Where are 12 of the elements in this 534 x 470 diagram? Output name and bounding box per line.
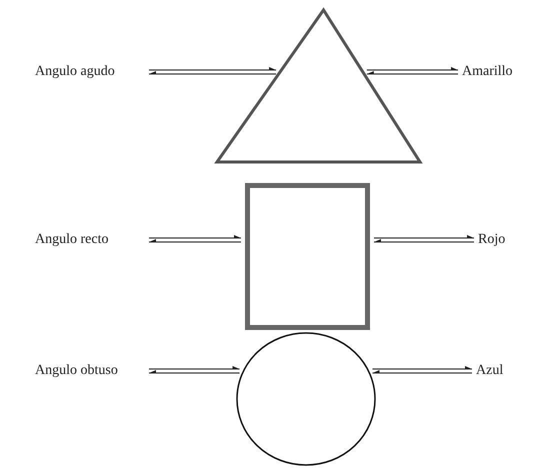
color-label: Amarillo	[462, 63, 513, 81]
color-label: Azul	[476, 362, 504, 380]
equilibrium-arrow	[366, 67, 458, 74]
angle-label: Angulo obtuso	[35, 362, 118, 380]
equilibrium-arrow	[148, 366, 240, 374]
equilibrium-arrow	[148, 235, 242, 242]
color-label: Rojo	[478, 231, 506, 249]
angle-label: Angulo recto	[35, 231, 108, 249]
equilibrium-arrow	[374, 235, 474, 242]
equilibrium-arrow	[148, 67, 277, 74]
angle-label: Angulo agudo	[35, 63, 115, 81]
equilibrium-arrow	[372, 366, 472, 374]
